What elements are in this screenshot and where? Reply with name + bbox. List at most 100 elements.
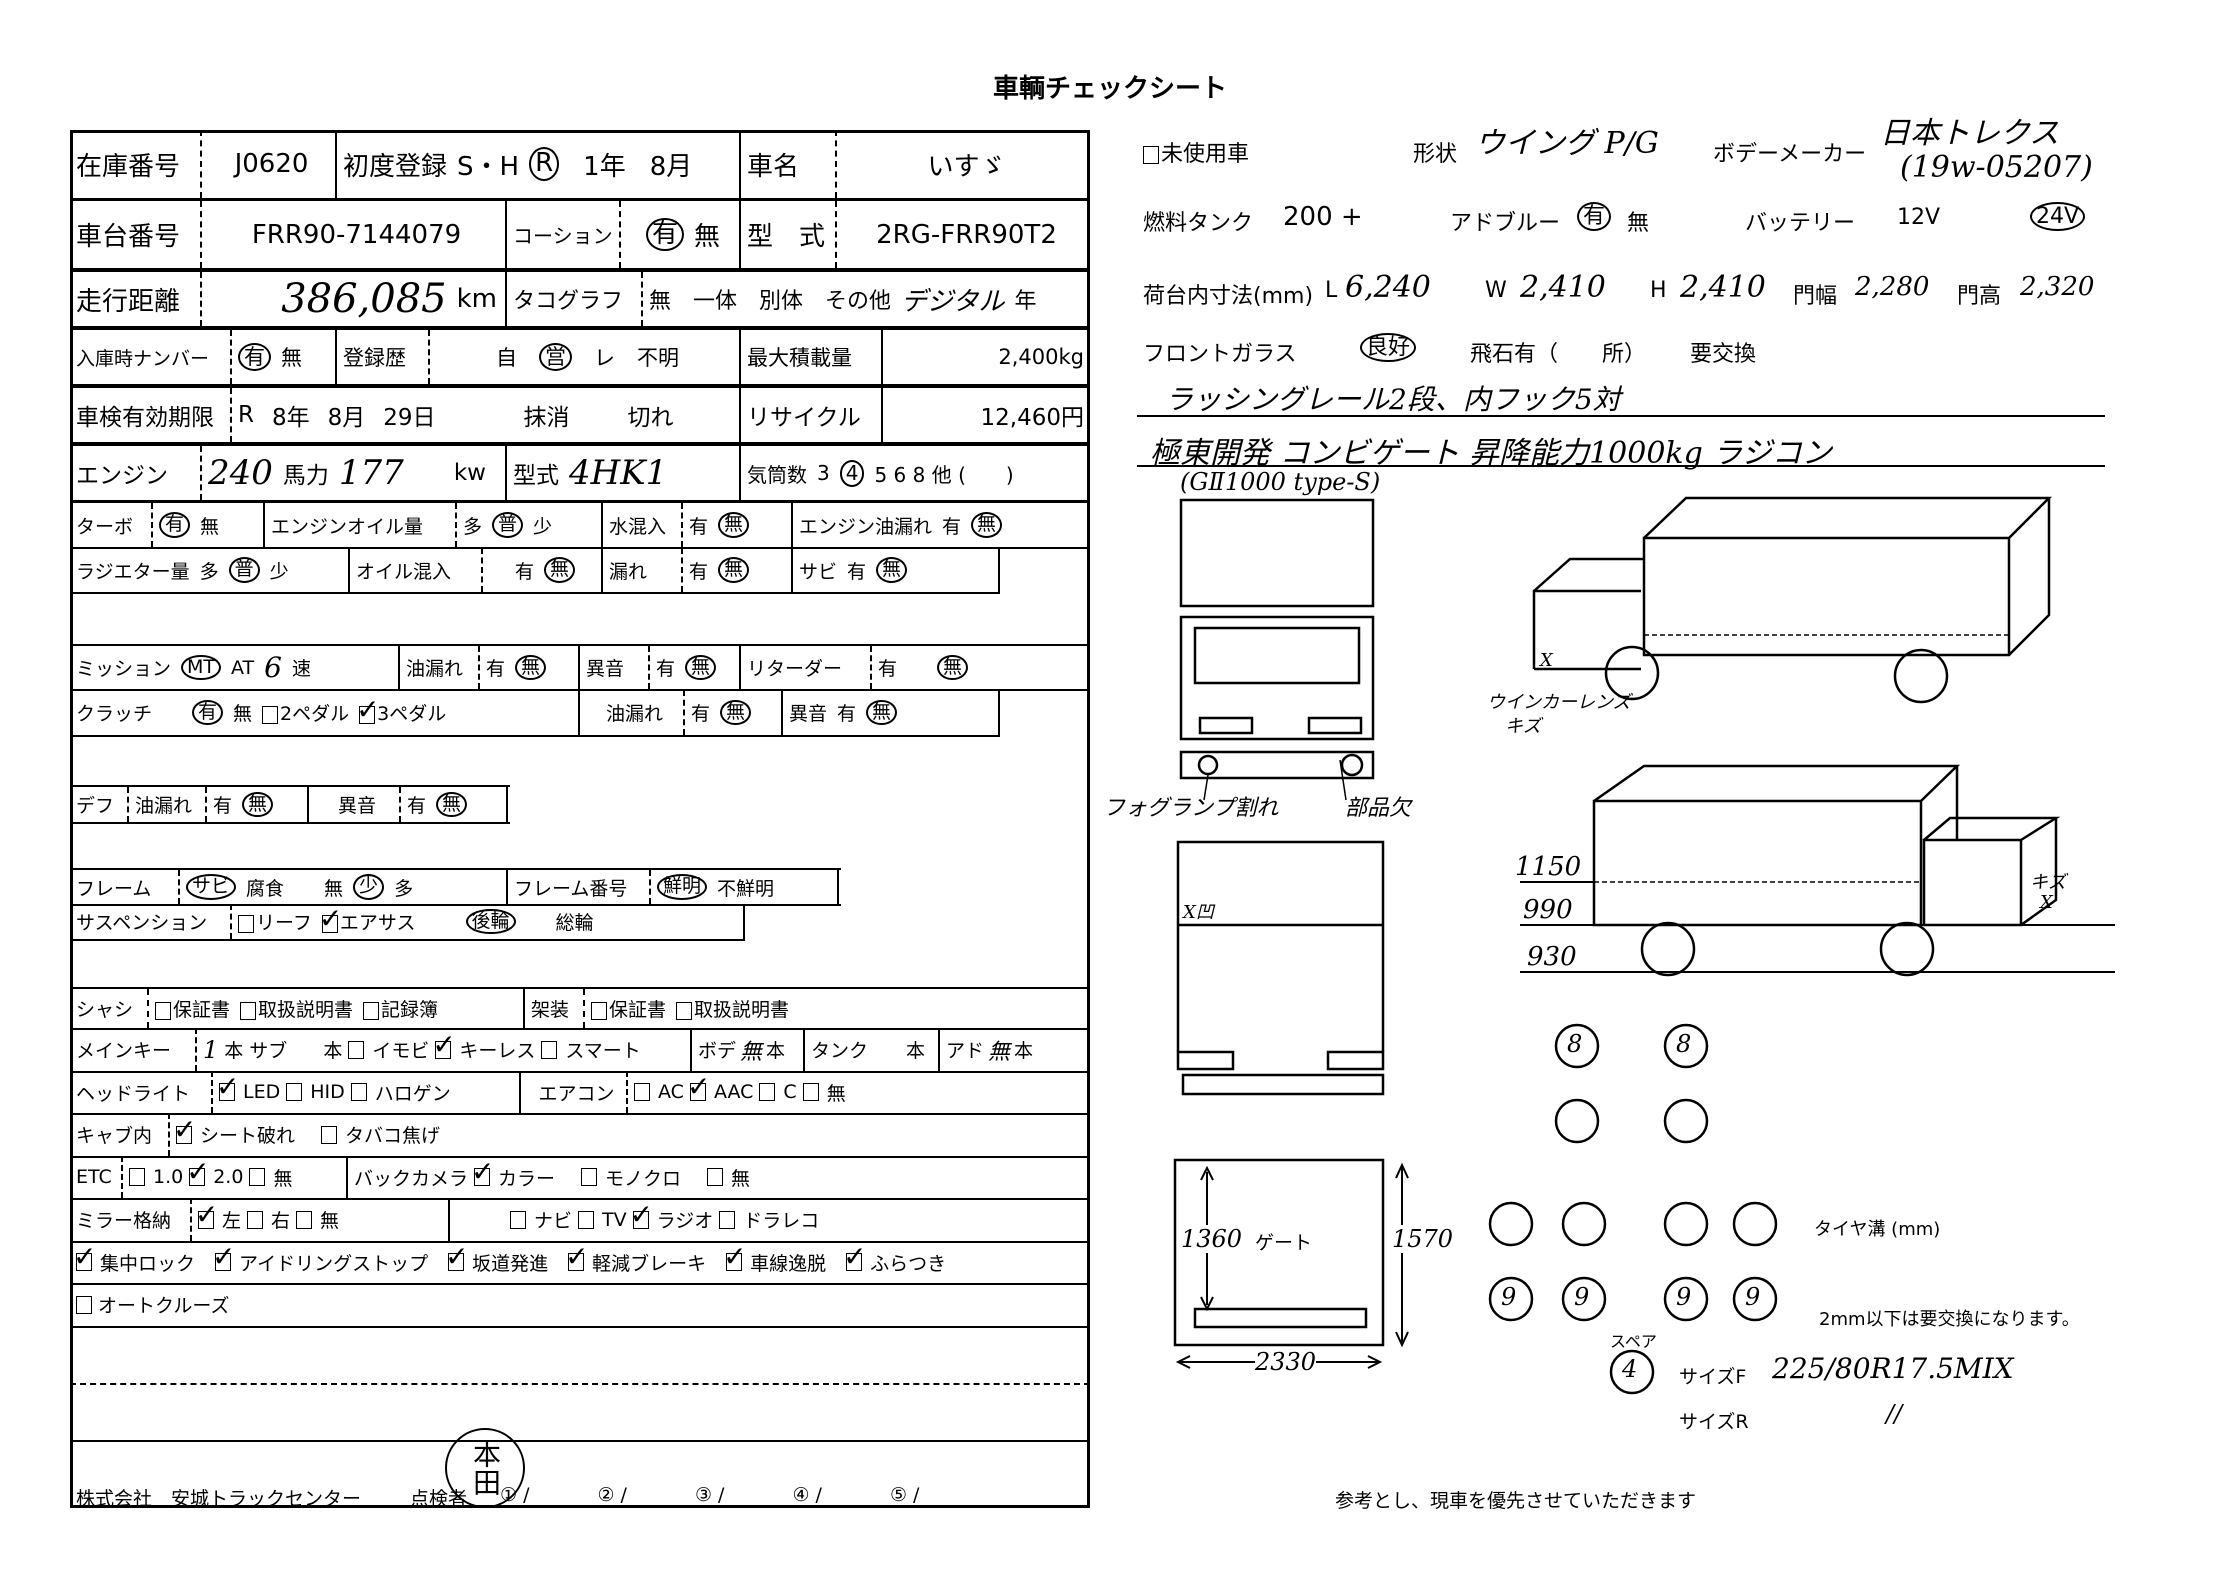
chassis-warranty: 保証書 xyxy=(173,999,231,1021)
headlight-label: ヘッドライト xyxy=(76,1082,191,1105)
chassis-number: FRR90-7144079 xyxy=(251,219,462,250)
tread-rear: 9 xyxy=(1501,1283,1517,1311)
mission-speed-unit: 速 xyxy=(291,658,311,680)
mission-leak-yes: 有 xyxy=(486,658,506,680)
radiator-few: 少 xyxy=(269,560,289,583)
suspension-leaf: リーフ xyxy=(256,912,312,934)
door-height-label: 門高 xyxy=(1957,284,2002,309)
mission-speeds: 6 xyxy=(264,651,282,684)
feature-idling-stop: アイドリングストップ xyxy=(239,1252,429,1275)
turbo-no: 無 xyxy=(200,515,220,538)
clutch-noise-label: 異音 xyxy=(789,703,828,725)
model-label: 型 式 xyxy=(747,222,826,252)
body-warranty: 保証書 xyxy=(609,999,667,1021)
aircon-aac: AAC xyxy=(713,1081,754,1103)
frame-number-label: フレーム番号 xyxy=(514,877,628,900)
cargo-width: 2,410 xyxy=(1520,270,1606,305)
checkbox-icon xyxy=(578,1210,595,1229)
mission-noise-no: 無 xyxy=(685,654,717,681)
main-key-label: メインキー xyxy=(76,1040,172,1062)
radio: ラジオ xyxy=(656,1210,714,1232)
inspector-slot: ④ / xyxy=(792,1484,822,1506)
mission-noise-yes: 有 xyxy=(656,658,676,680)
checkbox-checked-icon xyxy=(212,1240,235,1273)
inspection-era: R xyxy=(238,402,254,428)
row-mirror: ミラー格納 左右無 ナビTVラジオドラレコ xyxy=(70,1198,1090,1243)
battery-12v: 12V xyxy=(1897,205,1941,230)
note-line-3: (GⅡ1000 type-S) xyxy=(1180,468,1381,496)
oil-normal: 普 xyxy=(492,512,524,538)
inspection-month: 8月 xyxy=(327,405,366,431)
checkbox-checked-icon xyxy=(186,1155,209,1188)
first-reg-month: 8月 xyxy=(649,151,693,182)
frame-none: 無 xyxy=(324,877,344,900)
cylinders-selected: 4 xyxy=(839,459,865,487)
checkbox-checked-icon xyxy=(723,1240,746,1273)
camera-none: 無 xyxy=(731,1167,751,1190)
adblue-yes: 有 xyxy=(1577,202,1612,232)
tire-size-front: 225/80R17.5MIX xyxy=(1772,1352,2014,1385)
mirror-none: 無 xyxy=(320,1210,340,1232)
note-underline xyxy=(1137,415,2105,417)
checkbox-icon xyxy=(350,1083,367,1101)
frame-many: 多 xyxy=(394,877,414,900)
inspection-day: 29日 xyxy=(383,405,436,431)
chassis-manual: 取扱説明書 xyxy=(258,999,354,1021)
frame-few: 少 xyxy=(353,874,385,900)
body-serial: (19w-05207) xyxy=(1900,150,2093,185)
radiator-label: ラジエター量 xyxy=(76,560,190,583)
era-selected: R xyxy=(529,147,560,181)
kilowatt: 177 xyxy=(338,453,404,493)
adblue-key-count: 無 xyxy=(988,1039,1011,1065)
windshield-chips: 飛石有（ 所） xyxy=(1470,342,1647,367)
row-frame: フレーム サビ腐食無少多 フレーム番号 鮮明不鮮明 xyxy=(70,868,841,906)
checkbox-icon xyxy=(634,1083,650,1101)
tire-circles xyxy=(1488,1023,1778,1395)
fuel-value: 200 + xyxy=(1283,202,1363,232)
height-990: 990 xyxy=(1523,895,1573,925)
unit: 本 xyxy=(1014,1040,1034,1062)
clutch-yes: 有 xyxy=(192,699,224,726)
rear-view-diagram xyxy=(1176,840,1385,1096)
history-unknown: 不明 xyxy=(637,346,679,370)
checkbox-checked-icon xyxy=(687,1070,710,1103)
suspension-all: 総輪 xyxy=(555,912,594,934)
cylinders-other: 5 6 8 他 ( ) xyxy=(874,462,1014,487)
clutch-noise-no: 無 xyxy=(866,699,898,726)
unit: 本 xyxy=(906,1040,926,1062)
unit: 本 xyxy=(224,1040,244,1062)
camera-mono: モノクロ xyxy=(605,1167,682,1190)
mission-noise-label: 異音 xyxy=(586,658,625,680)
first-reg-year: 1年 xyxy=(583,151,626,182)
checkbox-icon xyxy=(155,1001,171,1020)
caution-label: コーション xyxy=(513,224,613,248)
checkbox-icon xyxy=(759,1083,776,1101)
checkbox-icon xyxy=(541,1040,558,1059)
checkbox-icon xyxy=(247,1210,264,1229)
divider xyxy=(70,1440,1090,1442)
row-radiator: ラジエター量多普少 オイル混入 有無 漏れ 有無 サビ有無 xyxy=(70,548,1000,594)
battery-24v: 24V xyxy=(2030,202,2086,232)
unit: 本 xyxy=(766,1040,786,1062)
body-manual: 取扱説明書 xyxy=(694,999,790,1021)
back-camera-label: バックカメラ xyxy=(354,1167,469,1190)
checkbox-checked-icon xyxy=(216,1070,239,1103)
cargo-length-label: L xyxy=(1325,278,1338,303)
door-width-label: 門幅 xyxy=(1793,284,1838,309)
side-view-right-diagram xyxy=(1520,764,2115,977)
checkbox-checked-icon xyxy=(319,902,342,935)
dashcam: ドラレコ xyxy=(743,1210,820,1232)
unit: 本 xyxy=(323,1040,343,1062)
max-load: 2,400kg xyxy=(998,345,1084,369)
feature-central-lock: 集中ロック xyxy=(100,1252,196,1275)
adblue-no: 無 xyxy=(1627,211,1650,236)
diff-noise-label: 異音 xyxy=(337,795,376,817)
checkbox-icon xyxy=(581,1168,598,1186)
horsepower-unit: 馬力 xyxy=(282,463,329,489)
rust-no: 無 xyxy=(876,557,908,583)
clutch-leak-no: 無 xyxy=(720,699,752,726)
missing-part-note: 部品欠 xyxy=(1345,796,1412,821)
